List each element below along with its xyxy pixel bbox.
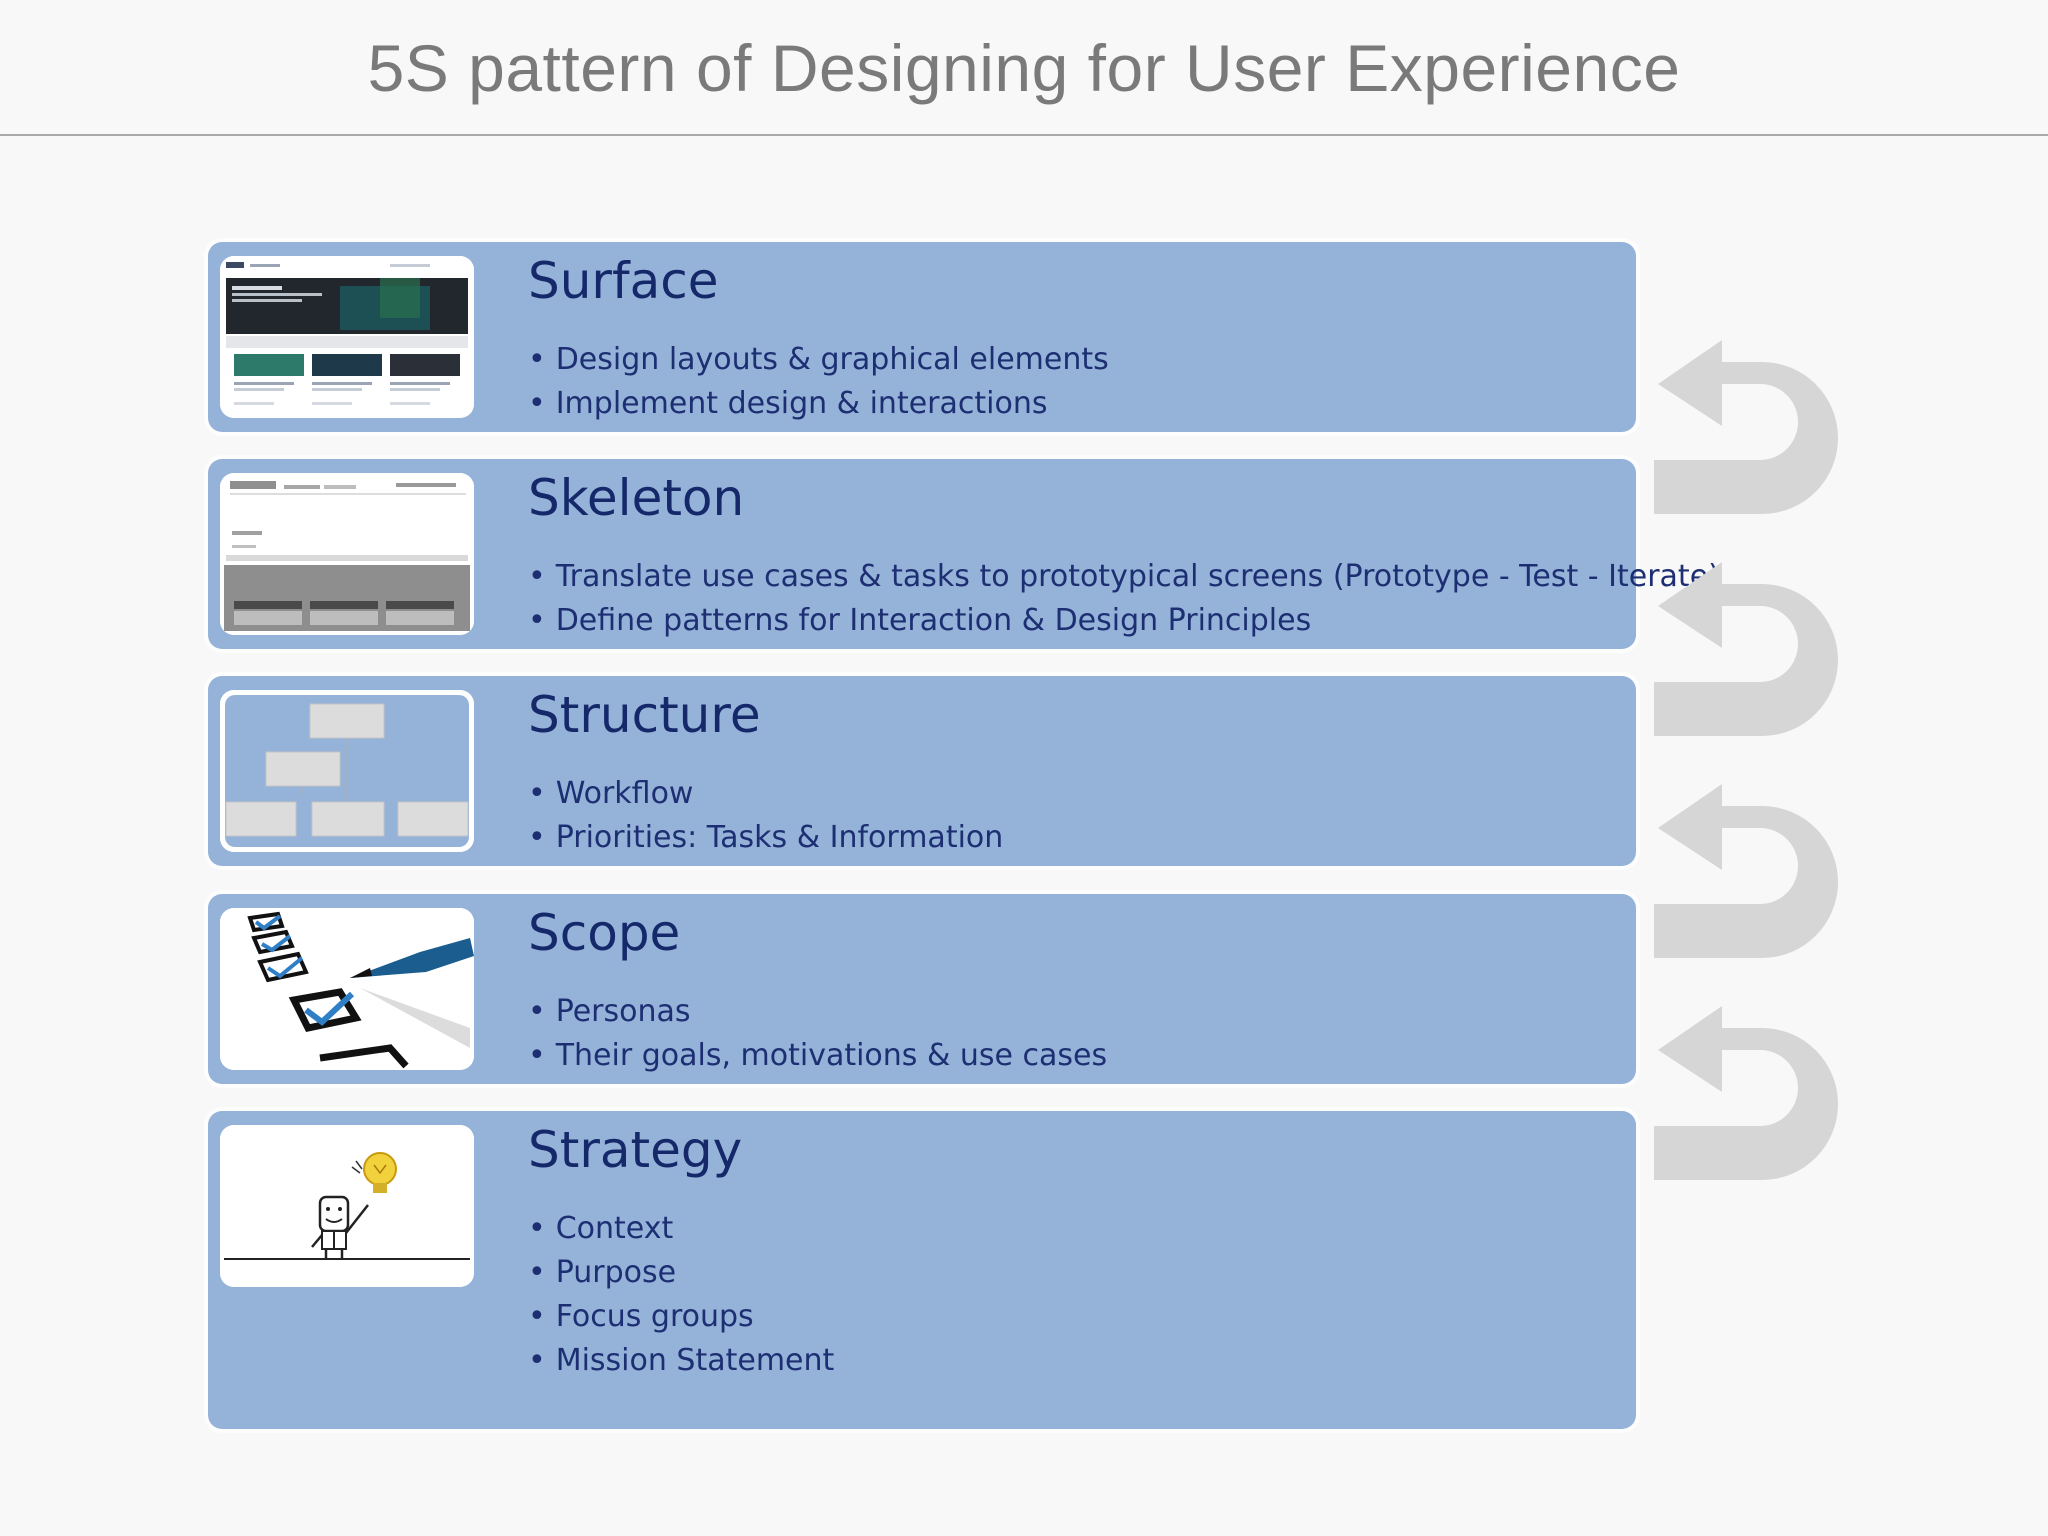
u-turn-arrow-icon [1654,562,1838,736]
layer-scope: Scope Personas Their goals, motivations … [208,894,1636,1084]
layer-structure: Structure Workflow Priorities: Tasks & I… [208,676,1636,866]
page-title: 5S pattern of Designing for User Experie… [367,31,1681,105]
bullet-item: Define patterns for Interaction & Design… [528,599,1720,643]
bullet-item: Mission Statement [528,1339,835,1383]
bullet-item: Context [528,1207,834,1251]
bullet-list: Design layouts & graphical elements Impl… [528,338,1109,426]
bullet-item: Implement design & interactions [528,382,1109,426]
layer-strategy: Strategy Context Purpose Focus groups Mi… [208,1111,1636,1429]
bullet-item: Personas [528,990,1107,1034]
bullet-list: Workflow Priorities: Tasks & Information [528,772,1004,860]
bullet-item: Their goals, motivations & use cases [528,1034,1107,1078]
checklist-pen-icon [220,908,474,1070]
layer-title: Scope [528,904,681,962]
bullet-item: Focus groups [528,1295,834,1339]
u-turn-arrow-icon [1654,784,1838,958]
bullet-list: Translate use cases & tasks to prototypi… [528,555,1720,643]
hierarchy-chart-thumbnail [220,690,474,852]
layer-surface: Surface Design layouts & graphical eleme… [208,242,1636,432]
bullet-list: Context Purpose Focus groups Mission Sta… [528,1207,835,1383]
bullet-item: Purpose [528,1251,834,1295]
bullet-item: Priorities: Tasks & Information [528,816,1004,860]
title-divider [0,134,2048,136]
layer-title: Structure [528,686,761,744]
u-turn-arrow-icon [1654,340,1838,514]
bullet-item: Translate use cases & tasks to prototypi… [528,555,1720,599]
website-screenshot-thumbnail [220,256,474,418]
idea-lightbulb-person-icon [220,1125,474,1287]
layer-title: Strategy [528,1121,743,1179]
bullet-list: Personas Their goals, motivations & use … [528,990,1107,1078]
bullet-item: Workflow [528,772,1003,816]
layer-title: Skeleton [528,469,745,527]
layer-title: Surface [528,252,719,310]
wireframe-thumbnail [220,473,474,635]
bullet-item: Design layouts & graphical elements [528,338,1109,382]
layer-skeleton: Skeleton Translate use cases & tasks to … [208,459,1720,649]
u-turn-arrow-icon [1654,1006,1838,1180]
